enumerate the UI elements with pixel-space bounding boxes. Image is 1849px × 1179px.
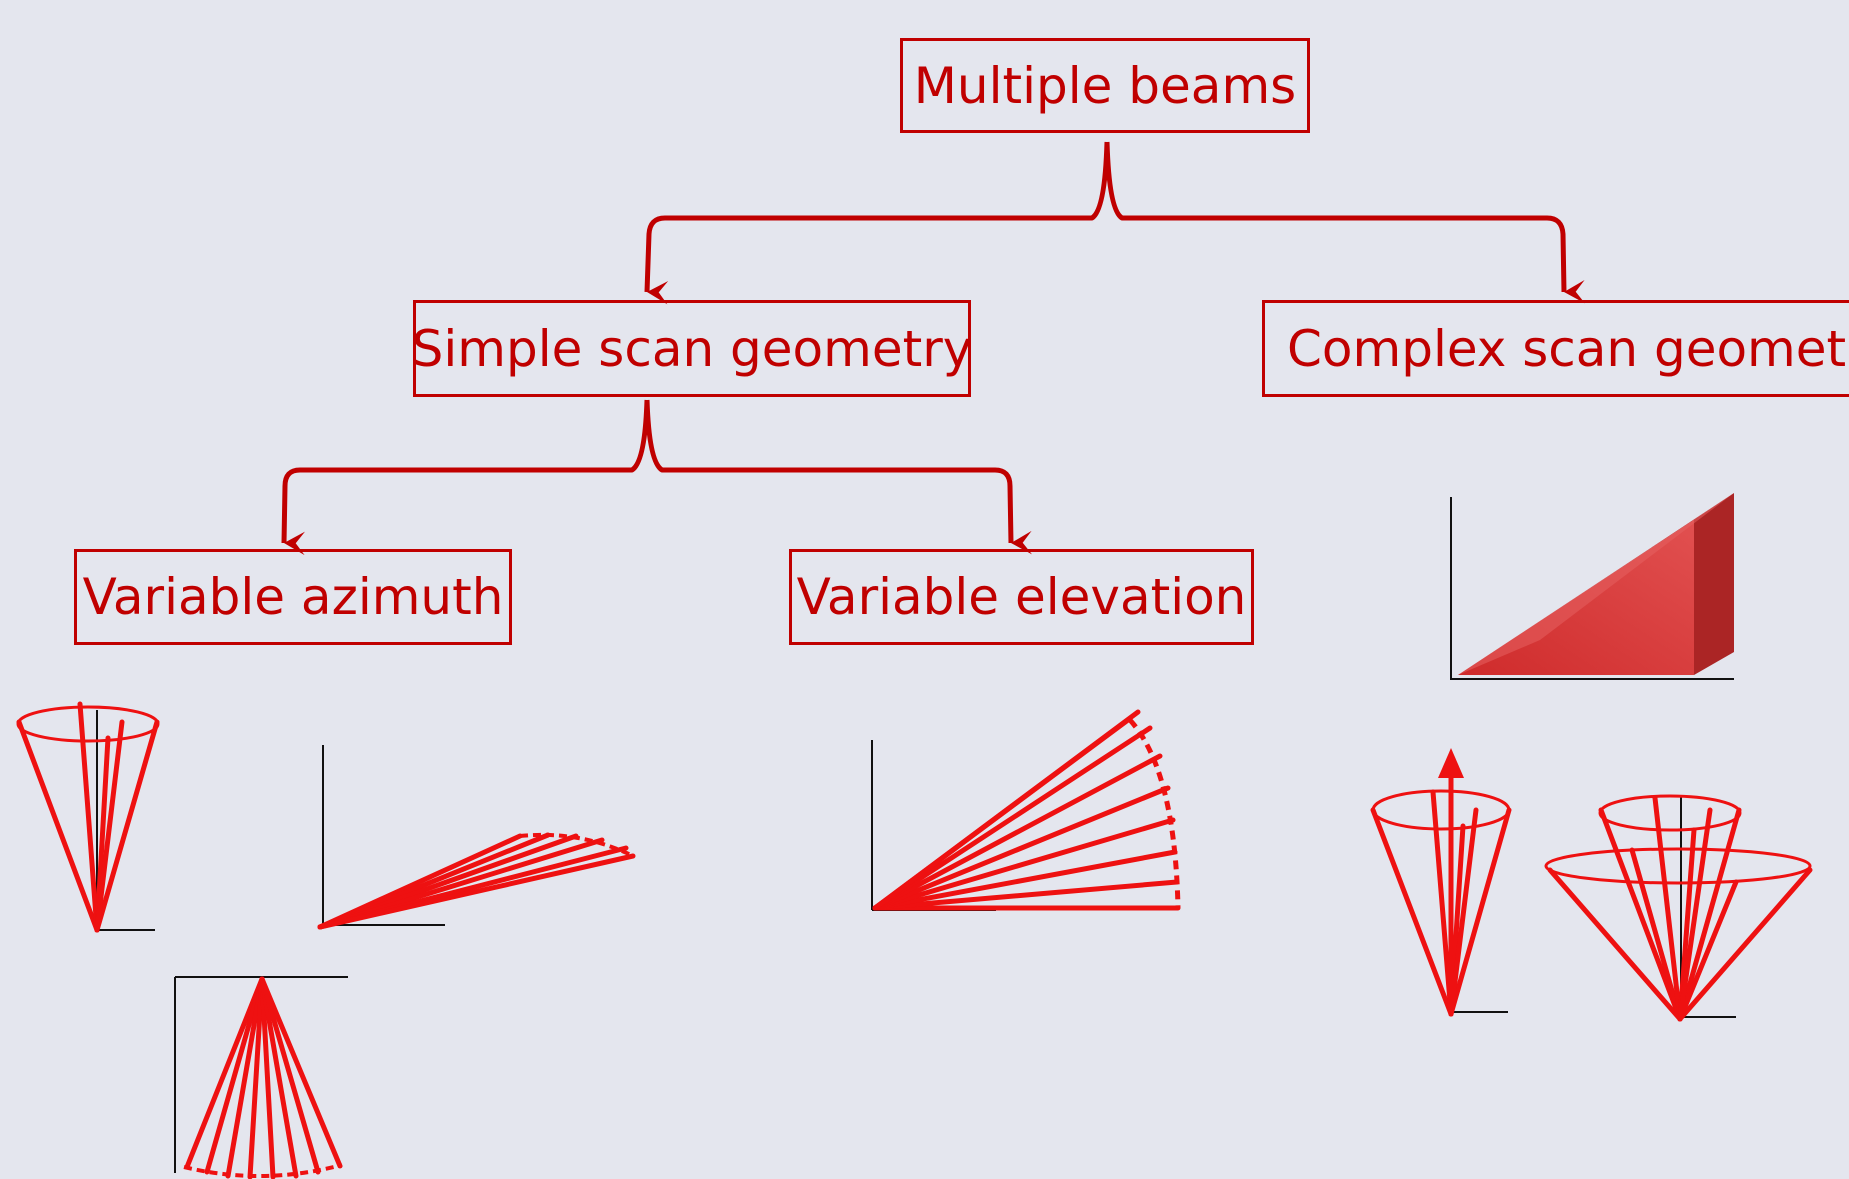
azimuth-cone-icon	[16, 701, 160, 933]
elevation-fan-icon	[871, 709, 1181, 911]
node-variable-azimuth: Variable azimuth	[74, 549, 512, 645]
azimuth-downward-fan-icon	[174, 976, 348, 1179]
azimuth-fan-icon	[317, 745, 636, 930]
node-multiple-beams: Multiple beams	[900, 38, 1310, 133]
brace-simple-connector	[281, 399, 1033, 556]
wedge-volume-icon	[1450, 493, 1734, 680]
brace-root-connector	[644, 141, 1585, 305]
complex-cone-arrow-icon	[1370, 748, 1512, 1017]
complex-nested-cones-icon	[1544, 794, 1813, 1022]
node-variable-elevation: Variable elevation	[789, 549, 1254, 645]
node-simple-scan-geometry: Simple scan geometry	[412, 300, 972, 397]
node-complex-scan-geometry: Complex scan geometry	[1262, 300, 1849, 397]
arrow-up-icon	[1438, 748, 1464, 778]
